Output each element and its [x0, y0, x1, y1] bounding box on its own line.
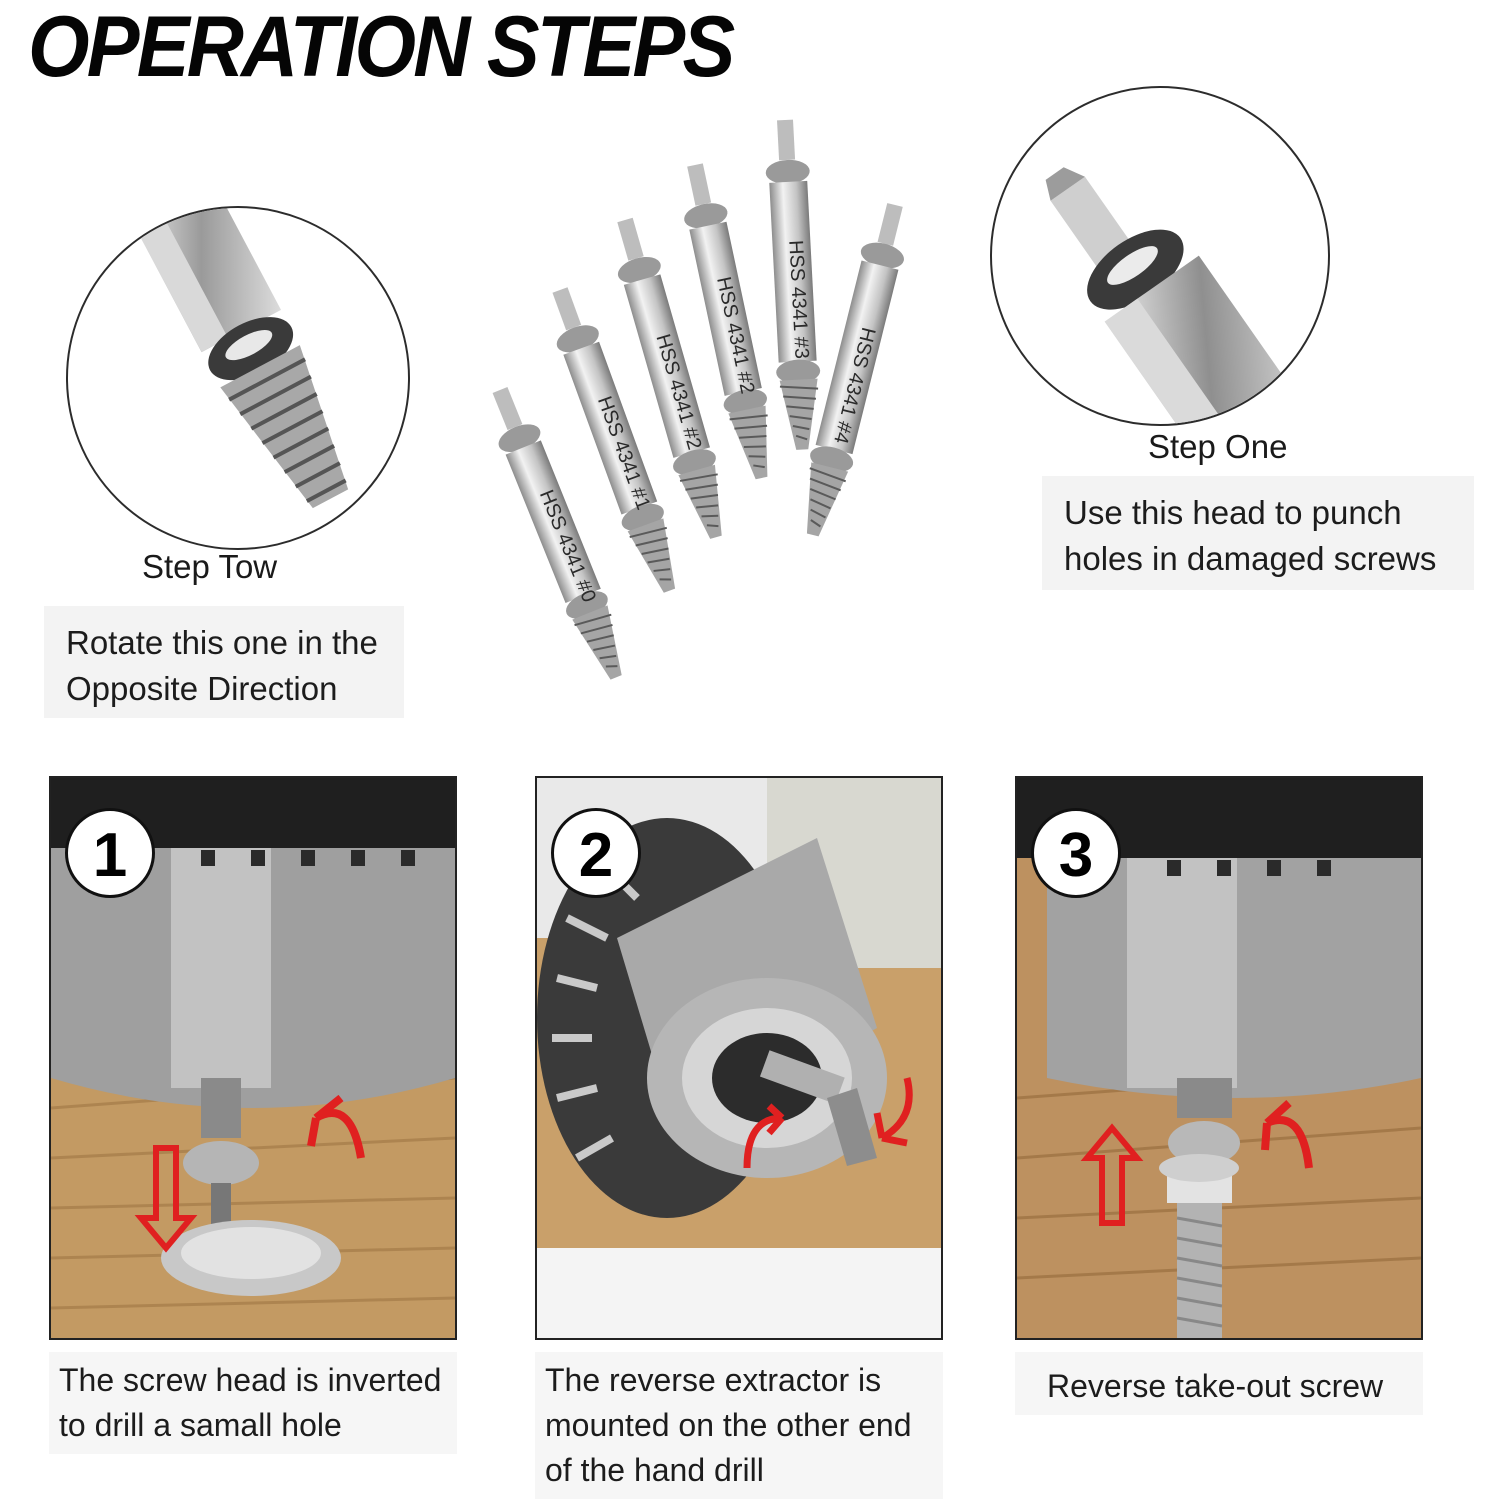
step-one-note-line2: holes in damaged screws — [1064, 540, 1437, 577]
step-two-note-line2: Opposite Direction — [66, 670, 338, 707]
extractor-bit: HSS 4341 #3 — [765, 119, 821, 450]
step-number-badge-2: 2 — [551, 808, 641, 898]
extractor-tip-icon — [121, 208, 349, 509]
step-caption-2-line3: of the hand drill — [545, 1452, 764, 1488]
step-number-badge-1: 1 — [65, 808, 155, 898]
step-one-note-line1: Use this head to punch — [1064, 494, 1402, 531]
step-number-badge-3: 3 — [1031, 808, 1121, 898]
step-two-label: Step Tow — [142, 548, 278, 585]
drill-chuck-illustration — [537, 778, 941, 1338]
page-title: OPERATION STEPS — [28, 0, 735, 95]
step-caption-1-line2: to drill a samall hole — [59, 1407, 342, 1443]
step-caption-3-line1: Reverse take-out screw — [1047, 1368, 1384, 1404]
step-caption-2-line1: The reverse extractor is — [545, 1362, 882, 1398]
step-photo-1: 1 — [49, 776, 457, 1340]
step-photo-2: 2 — [535, 776, 943, 1340]
extractor-bit: HSS 4341 #0 — [492, 387, 622, 680]
step-two-note: Rotate this one in the Opposite Directio… — [44, 606, 404, 718]
step-two-closeup — [66, 206, 410, 550]
extractor-bit: HSS 4341 #1 — [552, 287, 676, 593]
step-caption-2-line2: mounted on the other end — [545, 1407, 912, 1443]
screw-extraction-illustration — [1017, 778, 1421, 1338]
punch-head-icon — [1045, 167, 1314, 424]
step-two-note-line1: Rotate this one in the — [66, 624, 378, 661]
drill-screw-illustration — [51, 778, 455, 1338]
step-caption-1-line1: The screw head is inverted — [59, 1362, 442, 1398]
step-one-label: Step One — [1148, 428, 1288, 465]
step-caption-2: The reverse extractor is mounted on the … — [535, 1352, 943, 1499]
step-caption-1: The screw head is inverted to drill a sa… — [49, 1352, 457, 1454]
step-one-note: Use this head to punch holes in damaged … — [1042, 476, 1474, 590]
step-caption-3: Reverse take-out screw — [1015, 1352, 1423, 1415]
step-photo-3: 3 — [1015, 776, 1423, 1340]
step-one-closeup — [990, 86, 1330, 426]
